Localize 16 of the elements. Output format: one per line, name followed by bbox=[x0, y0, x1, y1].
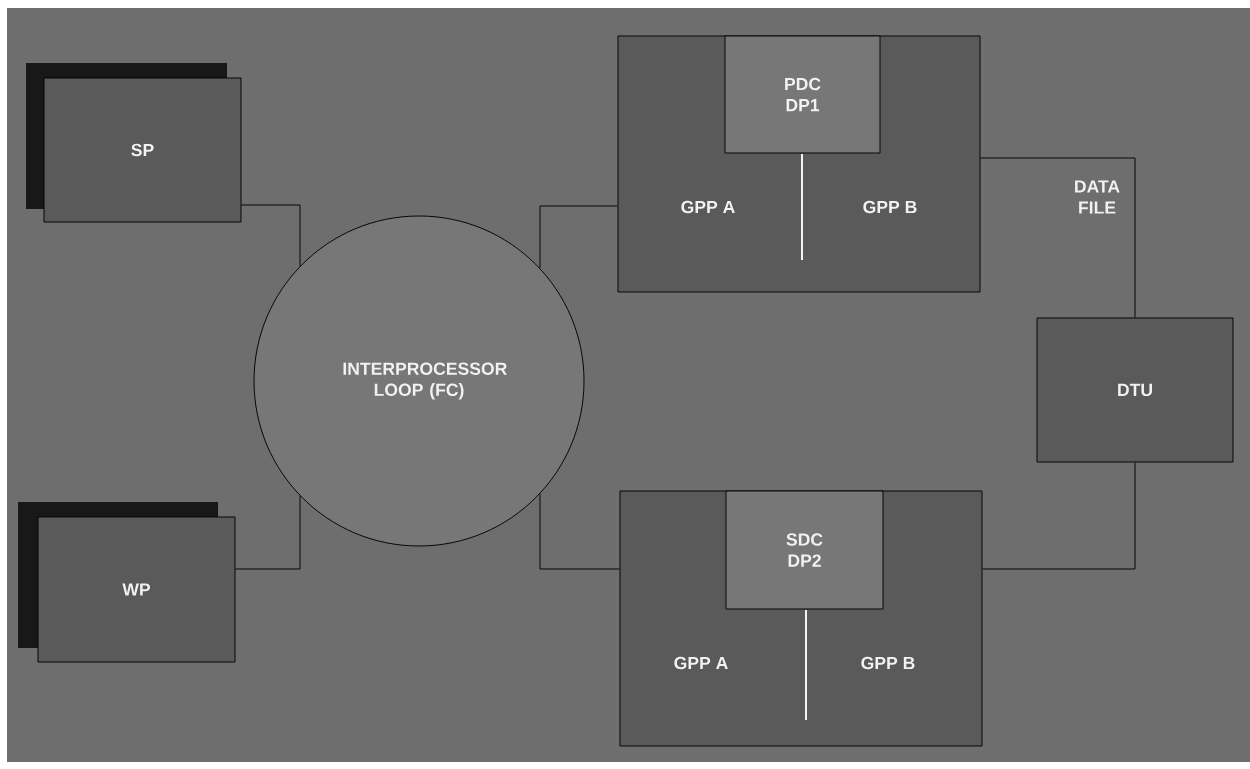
stacked-box: WP bbox=[18, 502, 236, 663]
box-label: GPP A bbox=[674, 656, 728, 670]
box-label: GPP B bbox=[863, 200, 917, 214]
connector-line bbox=[235, 495, 301, 570]
controller-box: SDC DP2 bbox=[725, 490, 884, 610]
connector-line bbox=[539, 205, 618, 269]
box-label: GPP A bbox=[681, 200, 735, 214]
connector-line bbox=[241, 204, 301, 267]
connector-line bbox=[539, 493, 620, 570]
box-label: GPP B bbox=[861, 656, 915, 670]
connector-line bbox=[980, 157, 1136, 318]
edge-label: DATA FILE bbox=[1064, 179, 1130, 215]
process-box: DTU bbox=[1036, 317, 1234, 463]
stacked-box: SP bbox=[26, 63, 242, 223]
connector-line bbox=[982, 462, 1136, 570]
controller-box: PDC DP1 bbox=[724, 35, 881, 154]
